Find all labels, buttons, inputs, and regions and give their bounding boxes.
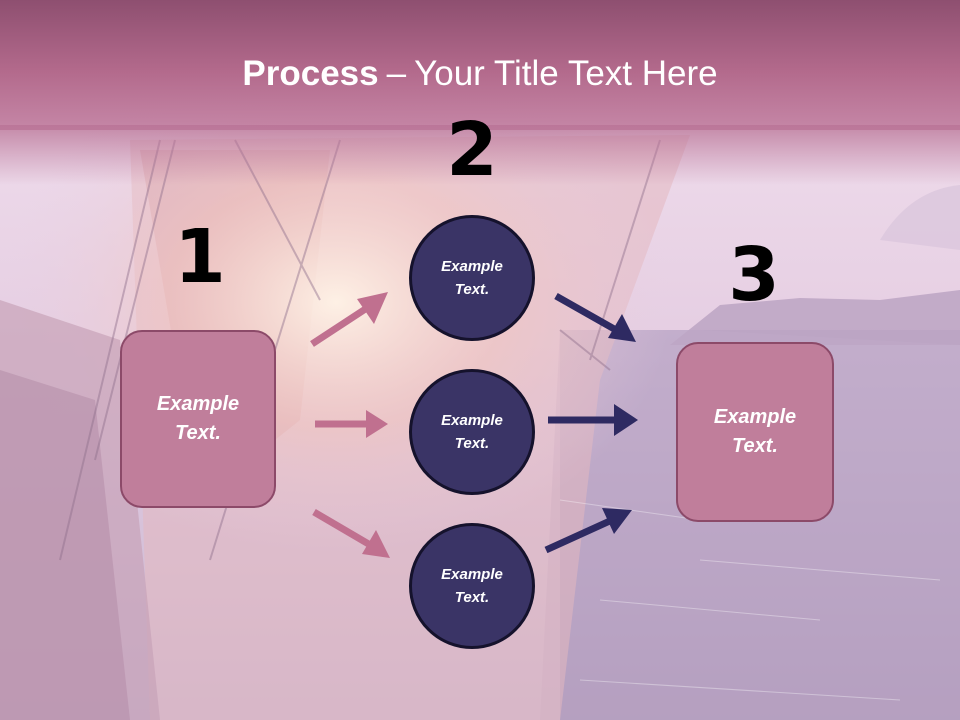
circle-bottom: Example Text. bbox=[409, 523, 535, 649]
circle-top-line-1: Example bbox=[441, 258, 503, 275]
title-bold-word: Process bbox=[242, 54, 379, 93]
right-box-line-1: Example bbox=[713, 406, 797, 428]
circle-middle: Example Text. bbox=[409, 369, 535, 495]
circle-top: Example Text. bbox=[409, 215, 535, 341]
right-text-box: Example Text. bbox=[676, 342, 834, 522]
left-text-box: Example Text. bbox=[120, 330, 276, 508]
circle-middle-line-1: Example bbox=[441, 412, 503, 429]
arrow-top-circle-to-right-box bbox=[554, 292, 636, 342]
circle-bottom-line-1: Example bbox=[441, 566, 503, 583]
title-band bbox=[0, 0, 960, 130]
title-separator: – bbox=[386, 54, 407, 93]
step-number-3: 3 bbox=[728, 232, 780, 318]
arrow-box-to-bottom-circle bbox=[312, 508, 390, 558]
step-number-2: 2 bbox=[446, 107, 498, 193]
left-box-line-2: Text. bbox=[175, 422, 221, 444]
circle-middle-line-2: Text. bbox=[454, 435, 490, 452]
title-rest: Your Title Text Here bbox=[414, 54, 718, 93]
arrow-middle-circle-to-right-box bbox=[548, 404, 638, 436]
arrow-box-to-top-circle bbox=[310, 292, 388, 347]
arrow-box-to-middle-circle bbox=[315, 410, 388, 438]
step-number-1: 1 bbox=[174, 214, 226, 300]
arrow-bottom-circle-to-right-box bbox=[544, 508, 632, 554]
left-box-line-1: Example bbox=[156, 393, 240, 415]
circle-bottom-line-2: Text. bbox=[454, 589, 490, 606]
circle-top-line-2: Text. bbox=[454, 281, 490, 298]
title-fade bbox=[0, 125, 960, 185]
slide-title: Process–Your Title Text Here bbox=[0, 52, 960, 96]
right-box-line-2: Text. bbox=[732, 435, 778, 457]
